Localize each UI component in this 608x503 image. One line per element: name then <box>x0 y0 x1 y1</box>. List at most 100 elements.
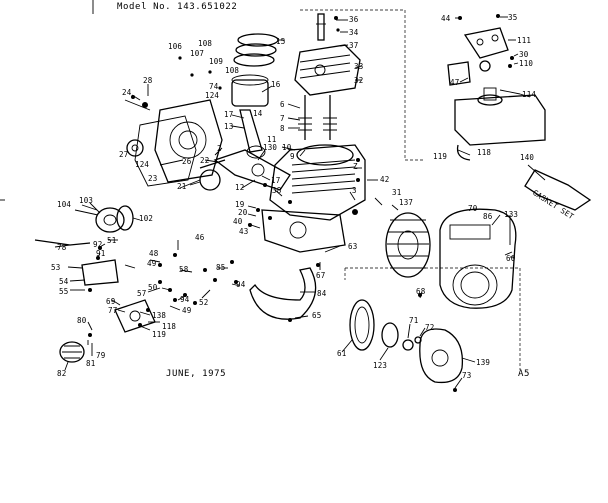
part-label-92: 92 <box>93 240 103 249</box>
blower-housing <box>439 208 517 309</box>
part-label-80: 80 <box>77 316 87 325</box>
fuel-line <box>456 144 471 161</box>
part-label-36: 36 <box>349 15 359 24</box>
part-label-123: 123 <box>373 361 388 370</box>
part-label-79: 79 <box>96 351 106 360</box>
part-label-32: 32 <box>354 76 364 85</box>
part-label-23: 23 <box>148 174 158 183</box>
part-label-72: 72 <box>425 323 435 332</box>
part-label-86: 86 <box>483 212 493 221</box>
part-label-34: 34 <box>349 28 359 37</box>
base-plate <box>249 267 317 320</box>
part-label-37: 37 <box>349 41 359 50</box>
camshaft-gear <box>179 169 221 191</box>
part-label-17: 17 <box>224 110 234 119</box>
part-label-22: 22 <box>200 156 210 165</box>
part-label-106: 106 <box>168 42 183 51</box>
gasket-set-box <box>524 169 592 211</box>
throttle-bracket <box>81 259 119 286</box>
fuel-tank <box>454 87 546 146</box>
part-label-35: 35 <box>508 13 518 22</box>
connecting-rod <box>239 109 266 159</box>
part-label-137: 137 <box>399 198 414 207</box>
rewind-starter <box>419 328 464 384</box>
fasteners <box>88 14 514 392</box>
part-label-24: 24 <box>122 88 132 97</box>
part-label-49b: 49 <box>182 306 192 315</box>
valves <box>298 95 337 140</box>
part-label-91: 91 <box>96 249 106 258</box>
part-label-30: 30 <box>519 50 529 59</box>
part-label-7: 7 <box>280 114 285 123</box>
rotating-screen <box>349 299 375 351</box>
drawing-date: JUNE, 1975 <box>166 369 227 379</box>
part-label-8: 8 <box>280 124 285 133</box>
part-label-55: 55 <box>59 287 69 296</box>
primer-bulb <box>59 341 85 363</box>
model-number: Model No. 143.651022 <box>117 2 238 12</box>
part-label-9: 9 <box>290 152 295 161</box>
part-label-52: 52 <box>199 298 209 307</box>
part-label-50: 50 <box>148 283 158 292</box>
cylinder-block <box>261 144 366 253</box>
part-label-67: 67 <box>316 271 326 280</box>
part-label-118: 118 <box>477 148 492 157</box>
part-label-Z: Z <box>353 162 358 171</box>
part-label-54: 54 <box>59 277 69 286</box>
part-label-40: 40 <box>233 217 243 226</box>
part-label-139: 139 <box>476 358 491 367</box>
part-label-2: 2 <box>217 144 222 153</box>
bracket-47 <box>447 61 471 86</box>
part-label-20: 20 <box>238 208 248 217</box>
spark-plug <box>316 13 326 41</box>
part-label-71: 71 <box>409 316 419 325</box>
part-label-124a: 124 <box>205 91 220 100</box>
part-label-108b: 108 <box>225 66 240 75</box>
part-label-44: 44 <box>441 14 451 23</box>
part-label-48: 48 <box>149 249 159 258</box>
page-code: A5 <box>518 369 531 379</box>
part-label-65: 65 <box>312 311 322 320</box>
part-label-138: 138 <box>152 311 167 320</box>
part-label-26: 26 <box>182 157 192 166</box>
starter-cup <box>381 322 399 348</box>
piston-rings <box>233 33 279 67</box>
part-label-47: 47 <box>450 78 460 87</box>
part-label-46: 46 <box>195 233 205 242</box>
part-label-61: 61 <box>337 349 347 358</box>
part-label-31: 31 <box>392 188 402 197</box>
part-label-58: 58 <box>179 265 189 274</box>
part-label-107: 107 <box>190 49 205 58</box>
part-label-70: 70 <box>468 204 478 213</box>
part-label-14: 14 <box>253 109 263 118</box>
air-cleaner <box>74 205 134 233</box>
part-label-49a: 49 <box>147 259 157 268</box>
part-label-43: 43 <box>239 227 249 236</box>
part-label-119b: 119 <box>152 330 167 339</box>
part-label-12: 12 <box>235 183 245 192</box>
part-label-28: 28 <box>143 76 153 85</box>
part-label-38: 38 <box>272 186 282 195</box>
part-label-103: 103 <box>79 196 94 205</box>
part-label-111: 111 <box>517 36 532 45</box>
part-label-82: 82 <box>57 369 67 378</box>
part-label-27: 27 <box>119 150 129 159</box>
part-label-81: 81 <box>86 359 96 368</box>
part-label-6: 6 <box>280 100 285 109</box>
flywheel <box>385 212 431 278</box>
part-label-77: 77 <box>108 306 118 315</box>
part-label-109: 109 <box>209 57 224 66</box>
part-label-69: 69 <box>106 297 116 306</box>
part-label-104: 104 <box>57 200 72 209</box>
oil-seal <box>126 139 144 157</box>
tank-bracket <box>463 27 509 72</box>
part-label-53: 53 <box>51 263 61 272</box>
part-label-13: 13 <box>224 122 234 131</box>
part-label-73: 73 <box>462 371 472 380</box>
part-label-84: 84 <box>317 289 327 298</box>
part-label-119a: 119 <box>433 152 448 161</box>
part-label-68: 68 <box>416 287 426 296</box>
part-label-133: 133 <box>504 210 519 219</box>
part-label-16: 16 <box>271 80 281 89</box>
